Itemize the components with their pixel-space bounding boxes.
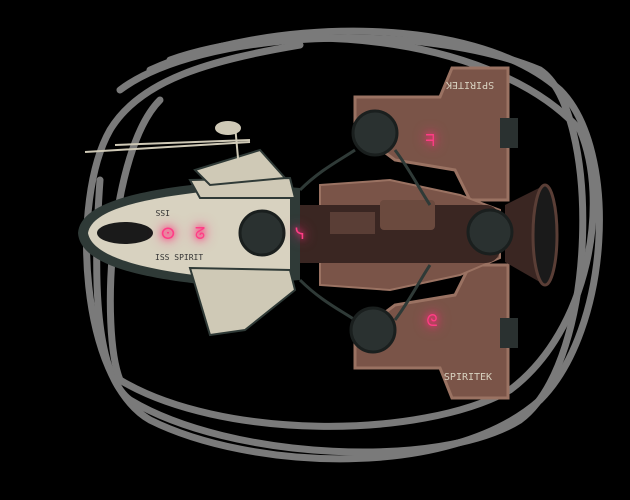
neon-glyph: ᘓ [426,311,437,330]
hull-name-label: ISS SPIRIT [155,253,203,262]
turret-top [351,109,399,157]
scribble-circle [83,27,603,463]
neon-glyph: ᓭ [295,224,305,243]
neon-glyph: ᖷ [425,131,434,150]
neon-glyph: ᘔ [195,224,205,243]
antenna [84,121,251,181]
hull-mirrored-label: ISS [155,208,170,217]
neon-glyphs: ⵙ ᘔ ᓭ ᖷ ᘓ [161,131,438,330]
wing-bottom-label: SPIRITEK [444,372,492,383]
turret-center [238,209,286,257]
engine [505,183,559,287]
hull-front: ISS ISS SPIRIT [78,148,300,337]
turret-rear [466,208,514,256]
pod-bottom [500,318,518,348]
neon-glyph: ⵙ [161,224,175,243]
wing-top-label: SPIRITEK [446,79,494,90]
cables [298,148,432,322]
pod-top [500,118,518,148]
turret-bottom [349,306,397,354]
